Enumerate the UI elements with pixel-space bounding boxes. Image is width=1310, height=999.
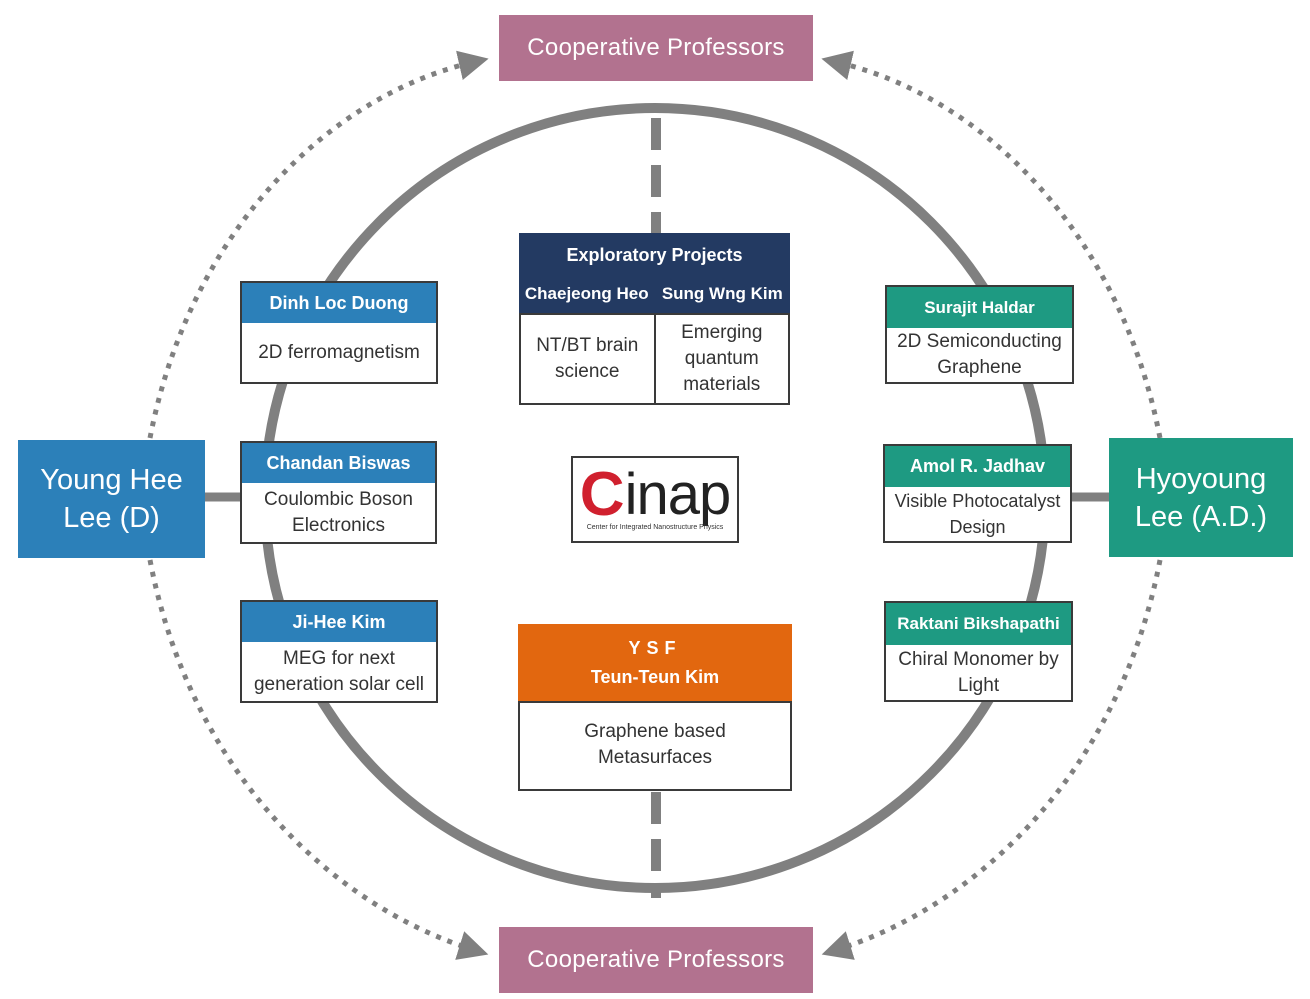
exploratory-topic-row: NT/BT brain science Emerging quantum mat…: [521, 313, 788, 403]
researcher-name: Raktani Bikshapathi: [886, 603, 1071, 645]
researcher-name: Chaejeong Heo: [524, 284, 649, 303]
logo-word: inap: [624, 462, 732, 527]
researcher-card-duong: Dinh Loc Duong 2D ferromagnetism: [240, 281, 438, 384]
exploratory-title: Exploratory Projects: [566, 244, 743, 265]
research-topic: 2D ferromagnetism: [258, 341, 420, 363]
dotted-arrow-right-bottom: [821, 559, 1163, 960]
researcher-name: Surajit Haldar: [887, 287, 1072, 328]
researcher-name: Sung Wng Kim: [661, 284, 783, 303]
researcher-name: Amol R. Jadhav: [885, 446, 1070, 487]
ysf-title: YSF: [628, 637, 682, 658]
research-topic: Emerging quantum materials: [653, 315, 789, 403]
exploratory-projects-card: Exploratory Projects Chaejeong Heo Sung …: [519, 233, 790, 405]
research-topic: Visible Photocatalyst Design: [894, 491, 1061, 537]
cooperative-professors-bottom: Cooperative Professors: [499, 927, 813, 993]
research-topic: NT/BT brain science: [536, 335, 639, 382]
logo-wordmark: C inap: [579, 460, 732, 529]
researcher-name: Chandan Biswas: [242, 443, 435, 483]
researcher-name: Ji-Hee Kim: [242, 602, 436, 642]
associate-director-box: Hyoyoung Lee (A.D.): [1109, 438, 1293, 557]
cooperative-professors-top-label: Cooperative Professors: [527, 34, 785, 61]
associate-director-label: Hyoyoung Lee (A.D.): [1134, 462, 1268, 533]
researcher-card-kim: Ji-Hee Kim MEG for next generation solar…: [240, 600, 438, 703]
research-topic: MEG for next generation solar cell: [253, 647, 425, 695]
researcher-name: Teun-Teun Kim: [590, 666, 720, 687]
research-topic: 2D Semiconducting Graphene: [897, 331, 1062, 378]
cinap-logo: C inap Center for Integrated Nanostructu…: [571, 456, 739, 543]
ysf-header: YSF Teun-Teun Kim: [518, 624, 792, 701]
director-box: Young Hee Lee (D): [18, 440, 205, 558]
dotted-arrow-right-top: [821, 50, 1163, 439]
research-topic: Graphene based Metasurfaces: [520, 701, 790, 787]
researcher-card-biswas: Chandan Biswas Coulombic Boson Electroni…: [240, 441, 437, 544]
director-label: Young Hee Lee (D): [40, 464, 183, 534]
researcher-card-bikshapathi: Raktani Bikshapathi Chiral Monomer by Li…: [884, 601, 1073, 702]
research-topic: Coulombic Boson Electronics: [264, 488, 413, 536]
exploratory-header: Exploratory Projects Chaejeong Heo Sung …: [519, 233, 790, 313]
cooperative-professors-top: Cooperative Professors: [499, 15, 813, 81]
dotted-arrow-left-top: [147, 50, 489, 439]
logo-c-letter: C: [579, 460, 625, 529]
logo-tagline: Center for Integrated Nanostructure Phys…: [586, 524, 724, 531]
exploratory-member-row: Chaejeong Heo Sung Wng Kim: [519, 277, 790, 311]
dotted-arrow-left-bottom: [147, 559, 489, 960]
researcher-card-haldar: Surajit Haldar 2D Semiconducting Graphen…: [885, 285, 1074, 384]
research-topic: Chiral Monomer by Light: [898, 648, 1059, 696]
cooperative-professors-bottom-label: Cooperative Professors: [527, 946, 785, 973]
ysf-card: YSF Teun-Teun Kim Graphene based Metasur…: [518, 624, 792, 791]
researcher-name: Dinh Loc Duong: [242, 283, 436, 323]
researcher-card-jadhav: Amol R. Jadhav Visible Photocatalyst Des…: [883, 444, 1072, 543]
